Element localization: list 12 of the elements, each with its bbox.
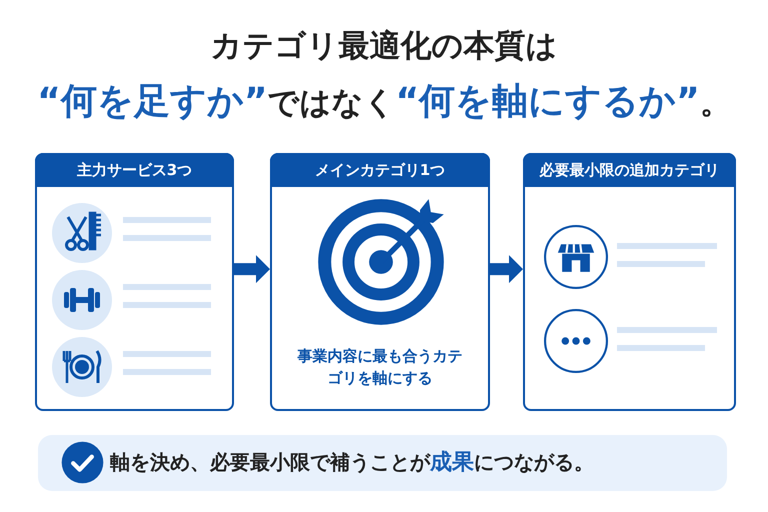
summary-banner: [38, 435, 727, 491]
summary-text: 軸を決め、必要最小限で補うことが成果につながる。: [110, 449, 594, 477]
category-panel: [35, 153, 234, 411]
arrow: [490, 255, 523, 284]
panel-header: メインカテゴリ1つ: [270, 153, 490, 187]
panel-text: 事業内容に最も合うカテゴリを軸にする: [296, 346, 464, 389]
arrow: [234, 255, 270, 284]
category-panel: [270, 153, 490, 411]
title: カテゴリ最適化の本質は“何を足すか”ではなく“何を軸にするか”。: [36, 27, 732, 124]
panel-header: 必要最小限の追加カテゴリ: [523, 153, 736, 187]
category-panel: [523, 153, 736, 411]
panel-header: 主力サービス3つ: [35, 153, 234, 187]
